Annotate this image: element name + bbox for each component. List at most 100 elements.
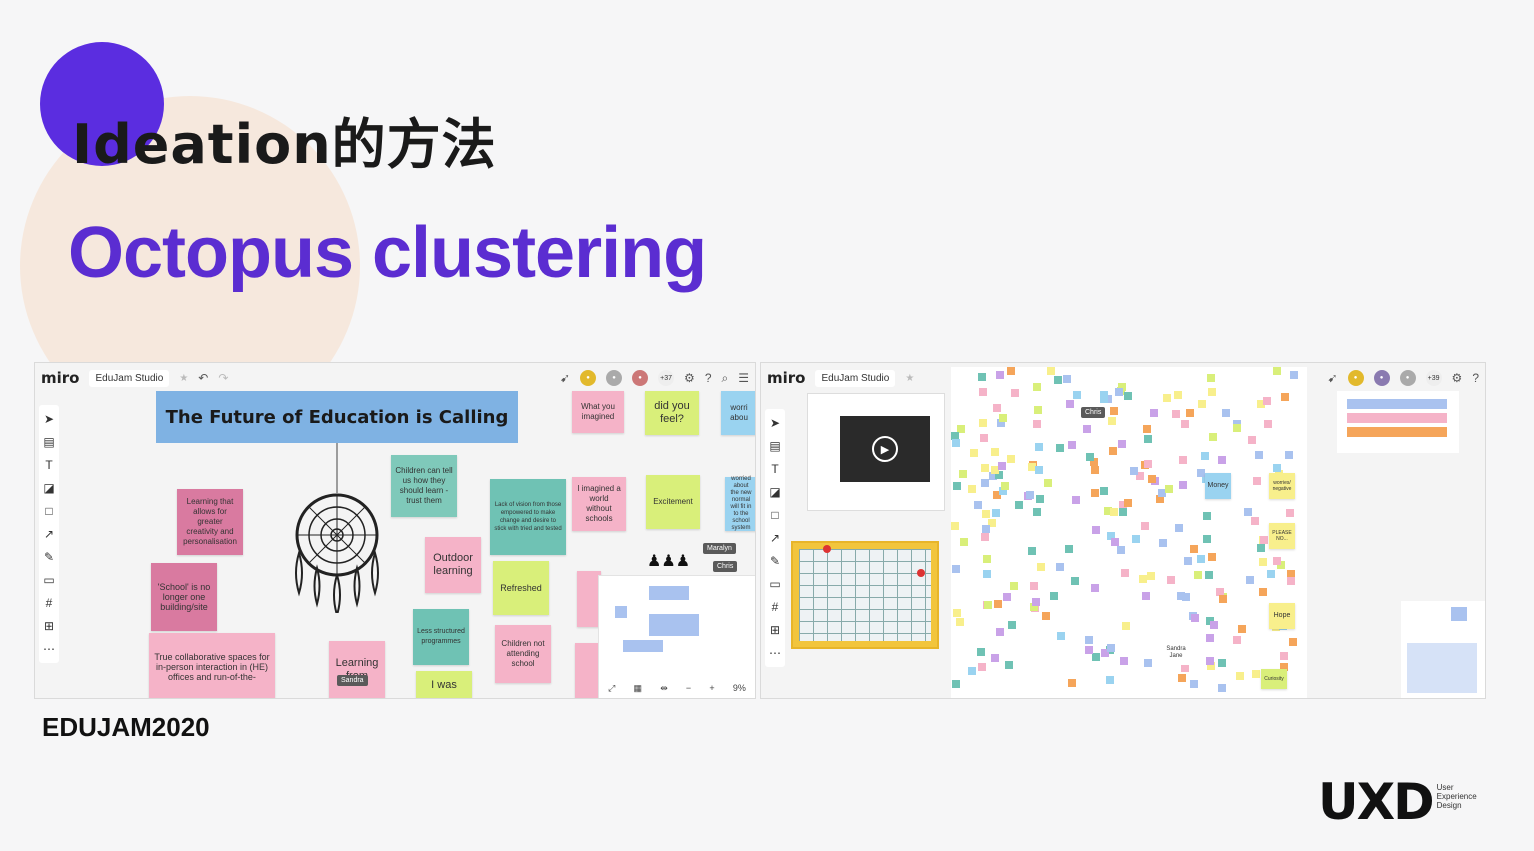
cluster-sticky[interactable] xyxy=(1111,538,1119,546)
cluster-sticky[interactable] xyxy=(1035,466,1043,474)
cluster-sticky[interactable] xyxy=(1273,367,1281,375)
cluster-sticky[interactable] xyxy=(1281,393,1289,401)
cluster-sticky[interactable] xyxy=(1130,467,1138,475)
cluster-sticky[interactable] xyxy=(1092,653,1100,661)
pen-tool-icon[interactable]: ✎ xyxy=(43,550,55,564)
cluster-sticky[interactable] xyxy=(1159,539,1167,547)
cluster-sticky[interactable] xyxy=(1063,375,1071,383)
cluster-sticky[interactable] xyxy=(1191,614,1199,622)
cluster-sticky[interactable] xyxy=(1259,588,1267,596)
board-name[interactable]: EduJam Studio xyxy=(815,369,896,387)
cluster-sticky[interactable] xyxy=(1083,425,1091,433)
cluster-sticky[interactable] xyxy=(1091,466,1099,474)
cluster-sticky[interactable] xyxy=(1179,456,1187,464)
sticky-note[interactable]: Children not attending school xyxy=(495,625,551,683)
cluster-sticky[interactable] xyxy=(1277,561,1285,569)
cluster-sticky[interactable] xyxy=(1136,472,1144,480)
cluster-sticky[interactable] xyxy=(1236,672,1244,680)
sticky-note[interactable]: True collaborative spaces for in-person … xyxy=(149,633,275,698)
cluster-sticky[interactable] xyxy=(951,522,959,530)
settings-icon[interactable]: ⚙ xyxy=(684,371,695,385)
cluster-sticky[interactable] xyxy=(1280,663,1288,671)
cluster-sticky[interactable] xyxy=(1141,522,1149,530)
cluster-sticky[interactable] xyxy=(1264,420,1272,428)
upload-tool-icon[interactable]: ⊞ xyxy=(43,619,55,633)
cluster-sticky[interactable] xyxy=(1015,501,1023,509)
cluster-sticky[interactable] xyxy=(1253,477,1261,485)
pen-tool-icon[interactable]: ✎ xyxy=(769,554,781,568)
cluster-sticky[interactable] xyxy=(1047,367,1055,375)
sticky-note[interactable]: Excitement xyxy=(646,475,700,529)
cluster-sticky[interactable] xyxy=(952,565,960,573)
cluster-sticky[interactable] xyxy=(1194,571,1202,579)
cluster-sticky[interactable] xyxy=(989,472,997,480)
cluster-sticky[interactable] xyxy=(1156,495,1164,503)
cluster-sticky[interactable] xyxy=(1037,563,1045,571)
cluster-sticky[interactable] xyxy=(1244,508,1252,516)
video-frame[interactable]: ▶ xyxy=(807,393,945,511)
cluster-sticky[interactable] xyxy=(1287,570,1295,578)
cluster-sticky[interactable] xyxy=(1106,676,1114,684)
cluster-sticky[interactable] xyxy=(981,464,989,472)
cluster-sticky[interactable] xyxy=(1201,452,1209,460)
cluster-sticky[interactable] xyxy=(1172,410,1180,418)
cluster-sticky[interactable] xyxy=(1035,443,1043,451)
miro-logo[interactable]: miro xyxy=(41,369,80,387)
comment-tool-icon[interactable]: ▭ xyxy=(43,573,55,587)
cluster-sticky[interactable] xyxy=(978,373,986,381)
cluster-sticky[interactable] xyxy=(982,525,990,533)
cluster-sticky[interactable] xyxy=(1092,526,1100,534)
cluster-sticky[interactable] xyxy=(991,654,999,662)
fullscreen-icon[interactable]: ⤢ xyxy=(608,682,616,693)
sticky-note[interactable]: PLEASE NO... xyxy=(1269,523,1295,549)
cluster-sticky[interactable] xyxy=(988,519,996,527)
cluster-sticky[interactable] xyxy=(1286,509,1294,517)
cluster-sticky[interactable] xyxy=(1158,489,1166,497)
cluster-sticky[interactable] xyxy=(1118,440,1126,448)
zoom-out-icon[interactable]: − xyxy=(685,683,692,693)
map-icon[interactable]: ▦ xyxy=(633,682,642,693)
cluster-sticky[interactable] xyxy=(1034,406,1042,414)
cluster-sticky[interactable] xyxy=(1033,508,1041,516)
cluster-sticky[interactable] xyxy=(1110,407,1118,415)
sticky-note[interactable]: Learning from xyxy=(329,641,385,698)
cluster-sticky[interactable] xyxy=(1109,447,1117,455)
collaborator-count[interactable]: +39 xyxy=(1425,370,1442,386)
sticky-note[interactable]: worries/ negative xyxy=(1269,473,1295,499)
cluster-sticky[interactable] xyxy=(981,533,989,541)
cluster-sticky[interactable] xyxy=(1203,512,1211,520)
cluster-sticky[interactable] xyxy=(974,501,982,509)
cluster-sticky[interactable] xyxy=(1238,625,1246,633)
cluster-sticky[interactable] xyxy=(1028,547,1036,555)
miro-logo[interactable]: miro xyxy=(767,369,806,387)
avatar[interactable]: ● xyxy=(1373,370,1390,386)
cluster-sticky[interactable] xyxy=(1008,621,1016,629)
minimap[interactable] xyxy=(1401,601,1485,698)
cluster-sticky[interactable] xyxy=(1179,481,1187,489)
help-icon[interactable]: ? xyxy=(1472,371,1479,385)
sticky-note[interactable]: Less structured programmes xyxy=(413,609,469,665)
cluster-sticky[interactable] xyxy=(970,449,978,457)
cluster-sticky[interactable] xyxy=(1222,409,1230,417)
cluster-sticky[interactable] xyxy=(1144,435,1152,443)
cluster-sticky[interactable] xyxy=(996,371,1004,379)
sticky-note[interactable]: 'School' is no longer one building/site xyxy=(151,563,217,631)
cluster-sticky[interactable] xyxy=(1056,444,1064,452)
cluster-sticky[interactable] xyxy=(1167,576,1175,584)
cluster-sticky[interactable] xyxy=(1115,388,1123,396)
cluster-sticky[interactable] xyxy=(1121,569,1129,577)
cluster-sticky[interactable] xyxy=(979,419,987,427)
sticky-note[interactable] xyxy=(575,643,599,698)
cluster-sticky[interactable] xyxy=(1165,485,1173,493)
comment-tool-icon[interactable]: ▭ xyxy=(769,577,781,591)
avatar[interactable]: ● xyxy=(606,370,623,386)
cluster-sticky[interactable] xyxy=(1005,661,1013,669)
cluster-sticky[interactable] xyxy=(1085,636,1093,644)
notes-icon[interactable]: ☰ xyxy=(738,371,749,385)
cluster-sticky[interactable] xyxy=(984,601,992,609)
cluster-sticky[interactable] xyxy=(993,491,1001,499)
cluster-sticky[interactable] xyxy=(1100,487,1108,495)
cluster-sticky[interactable] xyxy=(951,432,959,440)
cluster-board[interactable] xyxy=(951,367,1307,698)
cluster-sticky[interactable] xyxy=(992,509,1000,517)
